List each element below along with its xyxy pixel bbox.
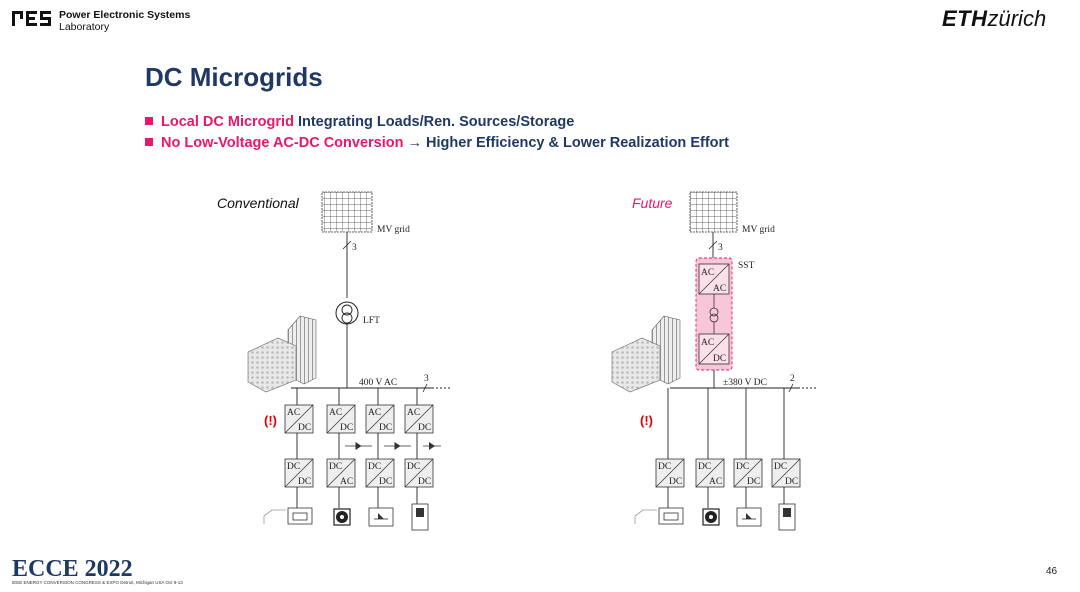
mv-grid-label-right: MV grid — [742, 225, 775, 235]
bus-phase-count: 3 — [424, 374, 429, 384]
bullet-2-text: → Higher Efficiency & Lower Realization … — [403, 135, 729, 151]
load-converter-right-2: DC AC — [695, 458, 725, 488]
storage-icon — [411, 503, 429, 531]
ac-dc-converter-2-in-label: AC — [329, 408, 342, 418]
svg-text:AC: AC — [701, 338, 714, 348]
ac-dc-converter-3-in-label: AC — [368, 408, 381, 418]
load-converter-3: DC DC — [365, 458, 395, 488]
warning-mark-right: (!) — [640, 413, 653, 428]
load-converter-4-out-label: DC — [418, 477, 431, 487]
svg-text:AC: AC — [701, 268, 714, 278]
load-converter-right-4-in-label: DC — [774, 462, 787, 472]
load-converter-2-in-label: DC — [329, 462, 342, 472]
future-diagram: Future MV grid 3 SST AC AC AC DC — [611, 191, 818, 531]
load-converter-right-2-in-label: DC — [698, 462, 711, 472]
bullet-2-highlight: No Low-Voltage AC-DC Conversion — [161, 135, 404, 151]
ac-dc-converter-4-out-label: DC — [418, 423, 431, 433]
transformer-label: LFT — [363, 316, 380, 326]
load-converter-right-4: DC DC — [771, 458, 801, 488]
mv-grid-label: MV grid — [377, 225, 410, 235]
load-converter-right-1: DC DC — [655, 458, 685, 488]
mv-grid-icon — [689, 191, 738, 233]
svg-text:ECCE 2022: ECCE 2022 — [12, 556, 133, 579]
load-converter-2-out-label: AC — [340, 477, 353, 487]
ac-dc-converter-1-out-label: DC — [298, 423, 311, 433]
load-converter-3-out-label: DC — [379, 477, 392, 487]
battery-icon — [263, 507, 313, 525]
conference-line: IEEE ENERGY CONVERSION CONGRESS & EXPO D… — [12, 580, 183, 585]
ecce-logo: ECCE 2022 — [12, 555, 172, 584]
warning-mark: (!) — [264, 413, 277, 428]
load-converter-2: DC AC — [326, 458, 356, 488]
battery-icon — [634, 507, 684, 525]
load-converter-1: DC DC — [284, 458, 314, 488]
bullet-square-icon — [145, 138, 153, 146]
pv-icon — [368, 507, 394, 527]
phase-count-right: 3 — [718, 243, 723, 253]
conventional-diagram: Conventional MV grid 3 LFT 400 V AC 3 (!… — [217, 191, 452, 531]
load-converter-right-1-out-label: DC — [669, 477, 682, 487]
load-converter-4: DC DC — [404, 458, 434, 488]
building-icon — [247, 315, 317, 393]
sst-ac-dc-converter: AC DC — [698, 333, 730, 365]
eth-logo: ETHzürich — [942, 6, 1046, 32]
bus-pole-count: 2 — [790, 374, 795, 384]
ac-dc-converter-4-in-label: AC — [407, 408, 420, 418]
load-converter-right-3-in-label: DC — [736, 462, 749, 472]
storage-icon — [778, 503, 796, 531]
load-converter-right-4-out-label: DC — [785, 477, 798, 487]
fan-icon — [333, 508, 351, 526]
load-converter-3-in-label: DC — [368, 462, 381, 472]
bullet-2: No Low-Voltage AC-DC Conversion → Higher… — [145, 135, 729, 151]
lab-name: Power Electronic Systems Laboratory — [59, 9, 190, 33]
pv-icon — [736, 507, 762, 527]
load-converter-4-in-label: DC — [407, 462, 420, 472]
svg-text:AC: AC — [713, 284, 726, 294]
future-branches: DC DC DC AC DC DC DC DC — [634, 388, 801, 531]
ac-dc-converter-4: AC DC — [404, 404, 434, 434]
ac-bus-label: 400 V AC — [359, 378, 397, 388]
eth-logo-rest: zürich — [987, 6, 1047, 31]
dc-bus-label: ±380 V DC — [723, 378, 767, 388]
pes-logo — [12, 9, 52, 34]
phase-count: 3 — [352, 243, 357, 253]
future-heading: Future — [632, 195, 673, 211]
sst-label: SST — [738, 261, 755, 271]
load-converter-right-3-out-label: DC — [747, 477, 760, 487]
lab-name-line2: Laboratory — [59, 21, 110, 33]
load-converter-1-out-label: DC — [298, 477, 311, 487]
sst-ac-ac-converter: AC AC — [698, 263, 730, 295]
fan-icon — [702, 508, 720, 526]
transformer-icon — [335, 301, 359, 325]
eth-logo-bold: ETH — [942, 6, 988, 31]
ac-dc-converter-1: AC DC — [284, 404, 314, 434]
ac-dc-converter-1-in-label: AC — [287, 408, 300, 418]
svg-text:DC: DC — [713, 354, 726, 364]
bullet-1-highlight: Local DC Microgrid — [161, 114, 294, 130]
bullet-1: Local DC Microgrid Integrating Loads/Ren… — [145, 114, 574, 130]
load-converter-right-1-in-label: DC — [658, 462, 671, 472]
slide-title: DC Microgrids — [145, 62, 323, 92]
ac-dc-converter-3-out-label: DC — [379, 423, 392, 433]
bullet-square-icon — [145, 117, 153, 125]
ac-dc-converter-3: AC DC — [365, 404, 395, 434]
load-converter-1-in-label: DC — [287, 462, 300, 472]
load-converter-right-2-out-label: AC — [709, 477, 722, 487]
ac-dc-converter-2-out-label: DC — [340, 423, 353, 433]
page-number: 46 — [1046, 566, 1058, 577]
conventional-branches: AC DC DC DC AC DC DC AC AC DC DC DC AC DC DC DC — [263, 388, 441, 531]
mv-grid-icon — [321, 191, 373, 233]
building-icon — [611, 315, 681, 393]
bullet-1-text: Integrating Loads/Ren. Sources/Storage — [293, 114, 575, 130]
ac-dc-converter-2: AC DC — [326, 404, 356, 434]
conventional-heading: Conventional — [217, 195, 300, 211]
load-converter-right-3: DC DC — [733, 458, 763, 488]
lab-name-line1: Power Electronic Systems — [59, 9, 191, 21]
